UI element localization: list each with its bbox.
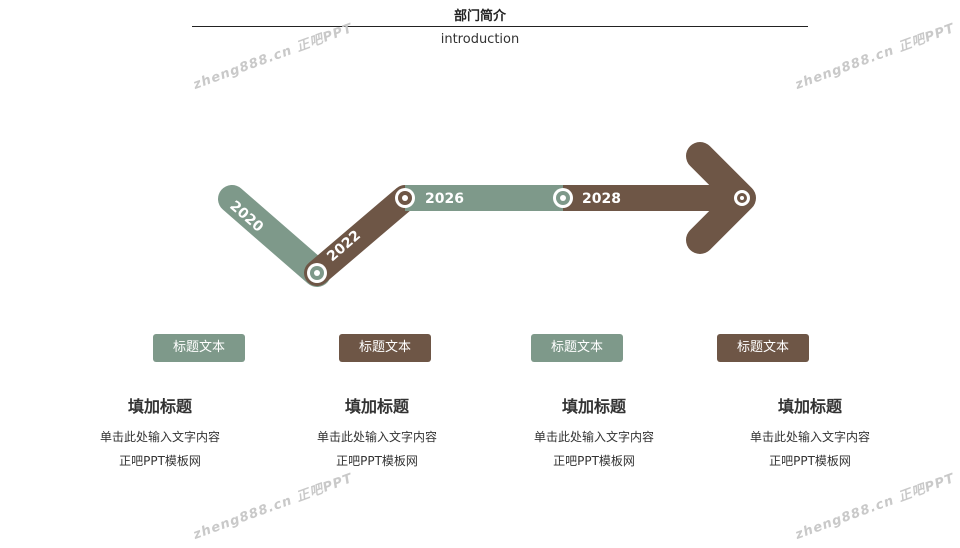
title-divider [192, 26, 808, 27]
timeline-segment-2020 [218, 185, 331, 287]
column-text-line[interactable]: 正吧PPT模板网 [336, 454, 418, 468]
content-column-1: 填加标题 单击此处输入文字内容 正吧PPT模板网 [60, 393, 260, 473]
title-tag-4[interactable]: 标题文本 [717, 334, 809, 362]
column-heading[interactable]: 填加标题 [561, 397, 626, 416]
title-tag-1[interactable]: 标题文本 [153, 334, 245, 362]
column-heading[interactable]: 填加标题 [777, 397, 842, 416]
title-tag-3[interactable]: 标题文本 [531, 334, 623, 362]
column-heading[interactable]: 填加标题 [344, 397, 409, 416]
content-column-2: 填加标题 单击此处输入文字内容 正吧PPT模板网 [277, 393, 477, 473]
title-tag-2[interactable]: 标题文本 [339, 334, 431, 362]
timeline-node-2026 [395, 188, 415, 208]
column-text-line[interactable]: 正吧PPT模板网 [553, 454, 635, 468]
timeline-segment-2022 [304, 185, 418, 286]
year-label-2028: 2028 [582, 191, 621, 207]
content-column-3: 填加标题 单击此处输入文字内容 正吧PPT模板网 [494, 393, 694, 473]
timeline-node-end [734, 190, 750, 206]
page-subtitle: introduction [440, 32, 520, 47]
page-title: 部门简介 [453, 9, 506, 24]
column-text-line[interactable]: 正吧PPT模板网 [769, 454, 851, 468]
column-text-line[interactable]: 单击此处输入文字内容 [316, 430, 437, 444]
column-text-line[interactable]: 单击此处输入文字内容 [99, 430, 220, 444]
column-text-line[interactable]: 单击此处输入文字内容 [533, 430, 654, 444]
timeline-node-2022 [307, 263, 327, 283]
content-column-4: 填加标题 单击此处输入文字内容 正吧PPT模板网 [710, 393, 910, 473]
timeline-node-2028 [553, 188, 573, 208]
column-text-line[interactable]: 单击此处输入文字内容 [749, 430, 870, 444]
year-label-2026: 2026 [425, 191, 464, 207]
column-text-line[interactable]: 正吧PPT模板网 [119, 454, 201, 468]
column-heading[interactable]: 填加标题 [127, 397, 192, 416]
